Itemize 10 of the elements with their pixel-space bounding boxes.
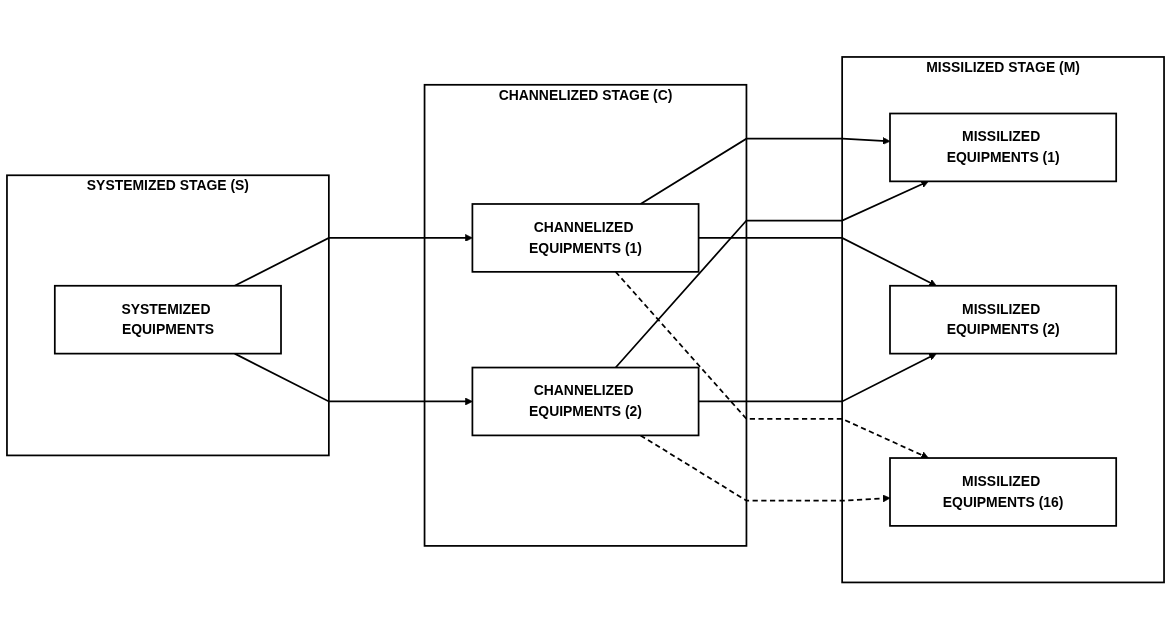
arrow bbox=[233, 353, 473, 406]
node-box: CHANNELIZED EQUIPMENTS (2) bbox=[471, 366, 700, 437]
arrow bbox=[614, 271, 929, 459]
node-box: CHANNELIZED EQUIPMENTS (1) bbox=[471, 203, 700, 273]
arrow bbox=[233, 234, 473, 287]
node-box: SYSTEMIZED EQUIPMENTS bbox=[53, 285, 282, 355]
node-box: MISSILIZED EQUIPMENTS (16) bbox=[889, 457, 1118, 528]
node-box: MISSILIZED EQUIPMENTS (1) bbox=[889, 112, 1118, 183]
node-box: MISSILIZED EQUIPMENTS (2) bbox=[889, 285, 1118, 355]
arrow bbox=[614, 181, 929, 369]
